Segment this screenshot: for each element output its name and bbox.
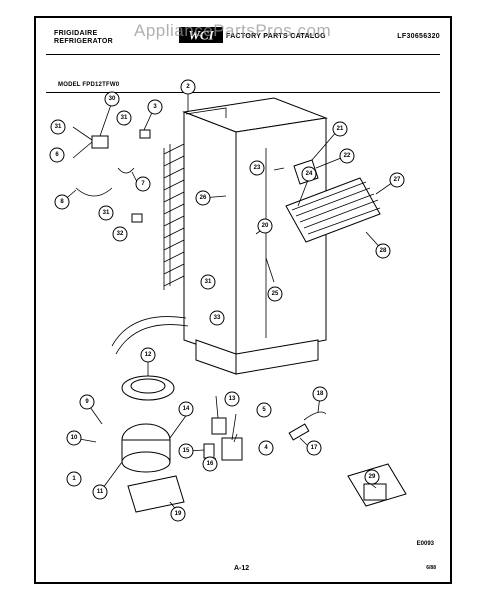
svg-text:23: 23 xyxy=(254,165,261,171)
svg-text:2: 2 xyxy=(186,84,190,90)
model-number: MODEL FPD12TFW0 xyxy=(58,82,120,88)
callout-33: 33 xyxy=(209,310,225,326)
svg-text:31: 31 xyxy=(103,210,110,216)
callout-1: 1 xyxy=(66,471,82,487)
callout-14: 14 xyxy=(178,401,194,417)
svg-text:10: 10 xyxy=(71,435,78,441)
callout-24: 24 xyxy=(301,166,317,182)
catalog-page: FRIGIDAIRE REFRIGERATOR WCI FACTORY PART… xyxy=(34,16,452,584)
callout-16: 16 xyxy=(202,456,218,472)
callout-10: 10 xyxy=(66,430,82,446)
callout-9: 9 xyxy=(79,394,95,410)
svg-text:17: 17 xyxy=(311,445,318,451)
callout-4: 4 xyxy=(258,440,274,456)
fan-bracket xyxy=(347,463,407,507)
callout-3: 3 xyxy=(147,99,163,115)
exploded-parts-diagram: 1 2 3 4 5 6 7 8 9 10 11 12 13 14 15 16 1… xyxy=(49,79,407,522)
svg-text:31: 31 xyxy=(205,279,212,285)
svg-text:20: 20 xyxy=(262,223,269,229)
callout-12: 12 xyxy=(140,347,156,363)
wiring-harness xyxy=(75,129,151,223)
callout-6: 6 xyxy=(49,147,65,163)
callout-8: 8 xyxy=(54,194,70,210)
svg-text:32: 32 xyxy=(117,231,124,237)
callout-31: 31 xyxy=(98,205,114,221)
callout-15: 15 xyxy=(178,443,194,459)
callout-5: 5 xyxy=(256,402,272,418)
svg-text:12: 12 xyxy=(145,352,152,358)
svg-text:5: 5 xyxy=(262,407,266,413)
svg-text:26: 26 xyxy=(200,195,207,201)
callout-28: 28 xyxy=(375,243,391,259)
svg-text:1: 1 xyxy=(72,476,76,482)
svg-text:31: 31 xyxy=(55,124,62,130)
drawing-code: E0093 xyxy=(416,541,434,547)
svg-text:28: 28 xyxy=(380,248,387,254)
svg-text:30: 30 xyxy=(109,96,116,102)
callout-32: 32 xyxy=(112,226,128,242)
svg-text:8: 8 xyxy=(60,199,64,205)
callout-31: 31 xyxy=(50,119,66,135)
callout-22: 22 xyxy=(339,148,355,164)
logo-text: WCI xyxy=(188,28,214,43)
callout-18: 18 xyxy=(312,386,328,402)
model-rule xyxy=(46,92,440,93)
svg-text:11: 11 xyxy=(97,489,104,495)
callout-21: 21 xyxy=(332,121,348,137)
svg-text:9: 9 xyxy=(85,399,89,405)
svg-text:22: 22 xyxy=(344,153,351,159)
callout-11: 11 xyxy=(92,484,108,500)
callout-30: 30 xyxy=(104,91,120,107)
condenser-coil xyxy=(163,107,227,290)
callout-13: 13 xyxy=(224,391,240,407)
compressor-base xyxy=(127,475,185,513)
drain-tube xyxy=(288,411,327,441)
svg-text:25: 25 xyxy=(272,291,279,297)
callout-19: 19 xyxy=(170,506,186,522)
svg-text:27: 27 xyxy=(394,177,401,183)
svg-text:4: 4 xyxy=(264,445,268,451)
svg-text:6: 6 xyxy=(55,152,59,158)
svg-text:33: 33 xyxy=(214,315,221,321)
product-type: REFRIGERATOR xyxy=(54,38,113,45)
svg-text:29: 29 xyxy=(369,474,376,480)
drain-pan xyxy=(121,375,175,401)
callout-31: 31 xyxy=(200,274,216,290)
compressor xyxy=(121,423,171,473)
header-rule xyxy=(46,54,440,55)
wci-logo: WCI xyxy=(179,27,223,48)
svg-text:7: 7 xyxy=(141,181,145,187)
print-date: 6/88 xyxy=(426,565,436,571)
relay-overload xyxy=(203,417,243,461)
callout-27: 27 xyxy=(389,172,405,188)
callout-20: 20 xyxy=(257,218,273,234)
brand-block: FRIGIDAIRE REFRIGERATOR xyxy=(54,30,113,46)
svg-text:16: 16 xyxy=(207,461,214,467)
svg-text:19: 19 xyxy=(175,511,182,517)
svg-text:3: 3 xyxy=(153,104,157,110)
svg-text:24: 24 xyxy=(306,171,313,177)
callout-26: 26 xyxy=(195,190,211,206)
wci-logo-mark: WCI xyxy=(179,27,223,43)
callout-7: 7 xyxy=(135,176,151,192)
callout-17: 17 xyxy=(306,440,322,456)
callout-25: 25 xyxy=(267,286,283,302)
callout-31: 31 xyxy=(116,110,132,126)
page-number: A-12 xyxy=(234,565,250,572)
svg-text:15: 15 xyxy=(183,448,190,454)
svg-text:18: 18 xyxy=(317,391,324,397)
drain-hose xyxy=(111,316,189,355)
catalog-title: FACTORY PARTS CATALOG xyxy=(226,33,326,40)
callout-23: 23 xyxy=(249,160,265,176)
brand-name: FRIGIDAIRE xyxy=(54,30,98,37)
svg-text:31: 31 xyxy=(121,115,128,121)
svg-text:13: 13 xyxy=(229,396,236,402)
svg-text:14: 14 xyxy=(183,406,190,412)
callout-2: 2 xyxy=(180,79,196,95)
catalog-number: LF30656320 xyxy=(397,33,440,40)
callout-29: 29 xyxy=(364,469,380,485)
svg-text:21: 21 xyxy=(337,126,344,132)
watermark: AppliancePartsPros.com xyxy=(134,21,332,40)
